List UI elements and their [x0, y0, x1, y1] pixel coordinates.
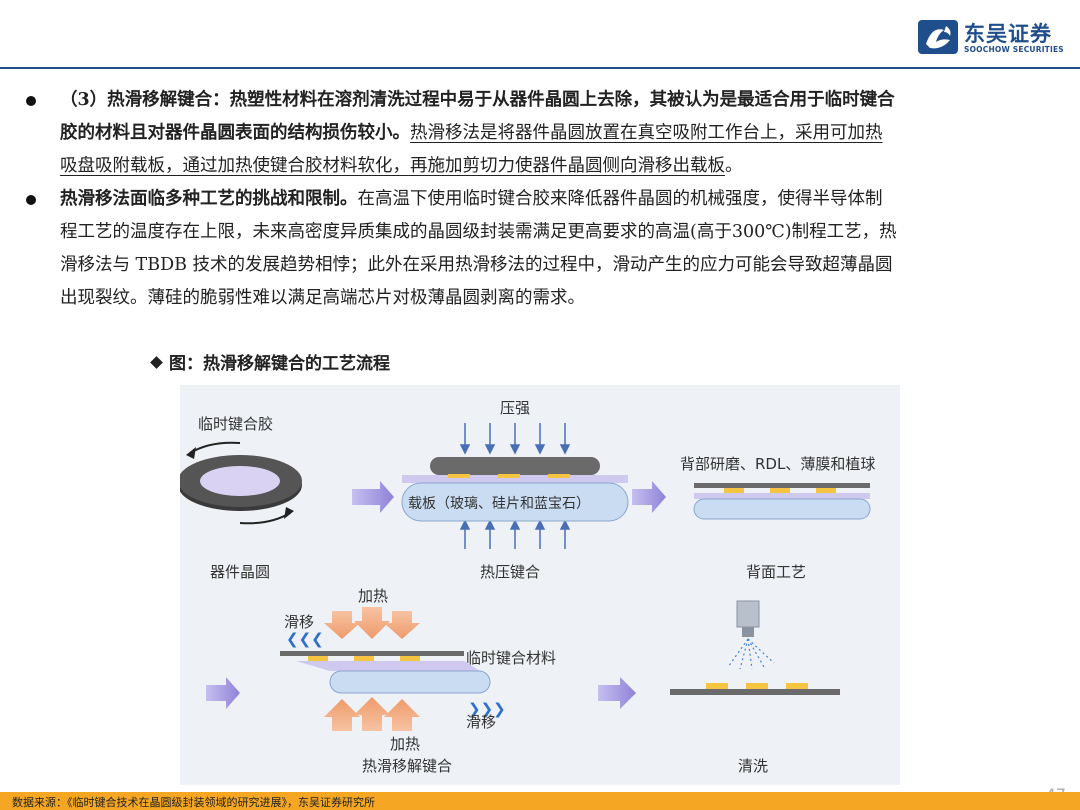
flow-arrow-1 — [352, 481, 394, 513]
source-note: 数据来源：《临时键合技术在晶圆级封装领域的研究进展》，东吴证券研究所 — [12, 796, 375, 809]
label-backside-process: 背面工艺 — [746, 563, 807, 581]
p1-line2-underlined: 热滑移法是将器件晶圆放置在真空吸附工作台上，采用可加热 — [410, 123, 883, 143]
logo-text-en: SOOCHOW SECURITIES — [964, 45, 1064, 54]
bullet-2 — [26, 195, 36, 205]
svg-text:❯❯❯: ❯❯❯ — [468, 700, 506, 718]
p1-line2-bold: 胶的材料且对器件晶圆表面的结构损伤较小。 — [60, 123, 410, 143]
paragraph-2: 热滑移法面临多种工艺的挑战和限制。在高温下使用临时键合胶来降低器件晶圆的机械强度… — [60, 183, 1050, 315]
p1-line3-underlined: 吸盘吸附载板，通过加热使键合胶材料软化，再施加剪切力使器件晶圆侧向滑移出载板 — [60, 156, 725, 176]
process-diagram: ❮❮❮ ❯❯❯ — [180, 385, 900, 785]
label-device-wafer: 器件晶圆 — [210, 563, 271, 581]
label-slide-left: 滑移 — [284, 613, 315, 631]
figure-title: 图：热滑移解键合的工艺流程 — [150, 349, 390, 374]
backside-process-graphic — [693, 483, 871, 520]
flow-arrow-2 — [632, 481, 666, 513]
diamond-bullet-icon — [150, 356, 163, 369]
p2-line1-rest: 在高温下使用临时键合胶来降低器件晶圆的机械强度，使得半导体制 — [357, 189, 883, 209]
device-wafer-graphic — [180, 441, 302, 525]
p2-line3: 滑移法与 TBDB 技术的发展趋势相悖；此外在采用热滑移法的过程中，滑动产生的应… — [60, 255, 893, 275]
p2-line1-bold: 热滑移法面临多种工艺的挑战和限制。 — [60, 189, 358, 209]
paragraph-1: （3）热滑移解键合：热塑性材料在溶剂清洗过程中易于从器件晶圆上去除，其被认为是最… — [60, 84, 1050, 183]
p2-line4: 出现裂纹。薄硅的脆弱性难以满足高端芯片对极薄晶圆剥离的需求。 — [60, 288, 585, 308]
label-cleaning: 清洗 — [738, 757, 769, 775]
p2-line2: 程工艺的温度存在上限，未来高密度异质集成的晶圆级封装需满足更高要求的高温(高于3… — [60, 222, 897, 242]
footer-bar: 数据来源：《临时键合技术在晶圆级封装领域的研究进展》，东吴证券研究所 — [0, 792, 1080, 810]
soochow-logo-icon — [918, 20, 958, 54]
bullet-1 — [26, 96, 36, 106]
label-backside-ops: 背部研磨、RDL、薄膜和植球 — [680, 455, 876, 473]
svg-text:❮❮❮: ❮❮❮ — [286, 630, 324, 648]
thermal-slide-graphic: ❮❮❮ ❯❯❯ — [280, 607, 506, 731]
cleaning-graphic — [670, 600, 840, 695]
label-slide-right: 滑移 — [466, 713, 497, 731]
label-thermo-compression: 热压键合 — [480, 563, 541, 581]
label-pressure: 压强 — [500, 399, 531, 417]
label-carrier: 载板（玻璃、硅片和蓝宝石） — [408, 496, 590, 512]
header-rule — [0, 67, 1080, 69]
flow-arrow-4 — [598, 677, 636, 709]
logo-text-cn: 东吴证券 — [964, 22, 1052, 46]
p1-line1: （3）热滑移解键合：热塑性材料在溶剂清洗过程中易于从器件晶圆上去除，其被认为是最… — [60, 90, 895, 110]
thermo-compression-graphic — [401, 423, 629, 549]
flow-arrow-3 — [206, 677, 240, 709]
company-logo: 东吴证券 SOOCHOW SECURITIES — [918, 18, 1068, 58]
label-temp-bond-material: 临时键合材料 — [466, 649, 557, 667]
label-heat-top: 加热 — [358, 587, 389, 605]
p1-line3-end: 。 — [725, 156, 743, 176]
label-heat-bottom: 加热 — [390, 735, 421, 753]
label-thermal-slide-debond: 热滑移解键合 — [362, 757, 453, 775]
label-temp-adhesive: 临时键合胶 — [198, 415, 274, 433]
